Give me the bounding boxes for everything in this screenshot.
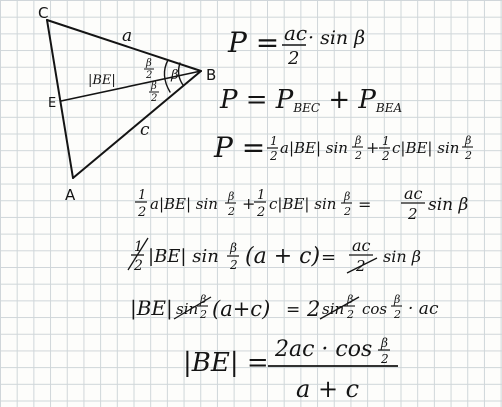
line6-tail: · ac bbox=[408, 299, 439, 319]
line5-b-den: 2 bbox=[229, 258, 238, 272]
line6-b2-num: β bbox=[346, 293, 353, 306]
line4-h2-den: 2 bbox=[256, 205, 265, 220]
line7-num: 2ac · cos bbox=[274, 337, 372, 362]
triangle-diagram bbox=[46, 19, 202, 179]
line6-cancel-1 bbox=[173, 296, 212, 320]
line4-h1-den: 2 bbox=[137, 205, 146, 220]
vertex-e-label: E bbox=[48, 96, 56, 111]
bisector-be bbox=[60, 70, 202, 102]
line7-den: a + c bbox=[296, 375, 359, 403]
line4-h2-num: 1 bbox=[257, 188, 265, 203]
line3-lhs: P = bbox=[213, 131, 265, 164]
angle-beta-label: β bbox=[170, 68, 179, 83]
line3-b1-num: β bbox=[354, 134, 361, 147]
half-angle-lower: β 2 bbox=[149, 81, 159, 104]
bisector-label: |BE| bbox=[88, 73, 116, 88]
line6-b1-num: β bbox=[199, 293, 206, 306]
line6-cos: cos bbox=[362, 300, 387, 318]
line5-h-cancel bbox=[127, 237, 149, 271]
line5-r-num: ac bbox=[352, 236, 371, 255]
line6-paren: (a+c) bbox=[212, 297, 270, 321]
line2-expr: P = PBEC + PBEA bbox=[219, 85, 402, 115]
line6-b2-den: 2 bbox=[346, 308, 354, 321]
line5-b-num: β bbox=[229, 241, 237, 255]
line3-term1: a|BE| sin bbox=[280, 139, 348, 157]
line3-plus: + bbox=[366, 138, 379, 157]
angle-arc-inner bbox=[177, 62, 184, 86]
line5-paren: (a + c) bbox=[245, 244, 320, 269]
line3-term2: c|BE| sin bbox=[392, 139, 459, 157]
side-c-label: c bbox=[140, 120, 150, 140]
line3-h2-num: 1 bbox=[382, 134, 390, 148]
line7-lhs: |BE| = bbox=[183, 348, 269, 378]
vertex-b-label: B bbox=[206, 66, 216, 84]
line4-plus: + bbox=[242, 194, 255, 213]
line6-sin2: sin bbox=[322, 300, 344, 318]
half-angle-upper-num: β bbox=[145, 58, 152, 69]
line4-eq: = bbox=[358, 195, 371, 214]
line5-tail: sin β bbox=[383, 247, 421, 266]
line5-r-cancel bbox=[346, 257, 378, 274]
line3-h1-num: 1 bbox=[270, 134, 278, 148]
line4-b2-num: β bbox=[343, 190, 350, 203]
line4-tail: sin β bbox=[428, 195, 469, 215]
formula-line-5: 1 2 |BE| sin β 2 (a + c) = ac 2 sin β bbox=[127, 236, 421, 275]
line6-term1: |BE| bbox=[130, 296, 173, 321]
side-ca bbox=[46, 19, 74, 179]
line6-two: 2 bbox=[306, 297, 320, 321]
line5-h-den: 2 bbox=[133, 258, 143, 274]
line4-r-num: ac bbox=[404, 184, 423, 203]
formula-line-1: P = ac 2 · sin β bbox=[227, 21, 365, 69]
half-angle-upper-den: 2 bbox=[145, 70, 152, 81]
line4-b2-den: 2 bbox=[343, 205, 351, 218]
line4-b1-num: β bbox=[227, 190, 234, 203]
line7-b-num: β bbox=[380, 336, 388, 350]
formula-line-4: 1 2 a|BE| sin β 2 + 1 2 c|BE| sin β 2 = … bbox=[135, 184, 469, 223]
line5-term1: |BE| sin bbox=[148, 246, 219, 267]
half-angle-lower-num: β bbox=[150, 81, 157, 92]
line1-tail: · sin β bbox=[308, 27, 365, 49]
line1-lhs: P = bbox=[227, 26, 279, 59]
line7-b-den: 2 bbox=[380, 352, 389, 366]
formula-line-7: |BE| = 2ac · cos β 2 a + c bbox=[183, 336, 398, 403]
line4-term1: a|BE| sin bbox=[150, 195, 218, 213]
line6-cancel-2 bbox=[319, 296, 360, 320]
line3-h2-den: 2 bbox=[381, 149, 390, 163]
side-cb bbox=[46, 19, 202, 72]
line3-b2-den: 2 bbox=[464, 149, 472, 162]
line6-b1-den: 2 bbox=[199, 308, 207, 321]
line1-frac-num: ac bbox=[284, 21, 307, 45]
side-ab bbox=[72, 70, 202, 179]
line4-term2: c|BE| sin bbox=[269, 195, 336, 213]
line3-b1-den: 2 bbox=[354, 149, 362, 162]
angle-arc-outer bbox=[163, 59, 171, 93]
line6-b3-num: β bbox=[393, 293, 400, 306]
line5-h-num: 1 bbox=[134, 239, 143, 255]
line6-eq: = bbox=[286, 300, 300, 320]
line5-eq: = bbox=[321, 247, 336, 268]
formula-line-2: P = PBEC + PBEA bbox=[219, 85, 402, 115]
vertex-c-label: C bbox=[38, 4, 48, 22]
line1-frac-den: 2 bbox=[287, 48, 299, 69]
line4-h1-num: 1 bbox=[138, 188, 146, 203]
line3-h1-den: 2 bbox=[269, 149, 278, 163]
half-angle-lower-den: 2 bbox=[150, 93, 157, 104]
line6-b3-den: 2 bbox=[393, 308, 401, 321]
formula-line-6: |BE| sin β 2 (a+c) = 2 sin β 2 cos β 2 ·… bbox=[130, 293, 439, 321]
formula-line-3: P = 1 2 a|BE| sin β 2 + 1 2 c|BE| sin β … bbox=[213, 131, 473, 164]
line6-sin1: sin bbox=[176, 300, 198, 318]
vertex-a-label: A bbox=[65, 186, 76, 204]
line4-b1-den: 2 bbox=[227, 205, 235, 218]
line4-r-den: 2 bbox=[407, 205, 418, 223]
side-a-label: a bbox=[122, 26, 132, 46]
half-angle-upper: β 2 bbox=[144, 58, 154, 81]
line3-b2-num: β bbox=[464, 134, 471, 147]
